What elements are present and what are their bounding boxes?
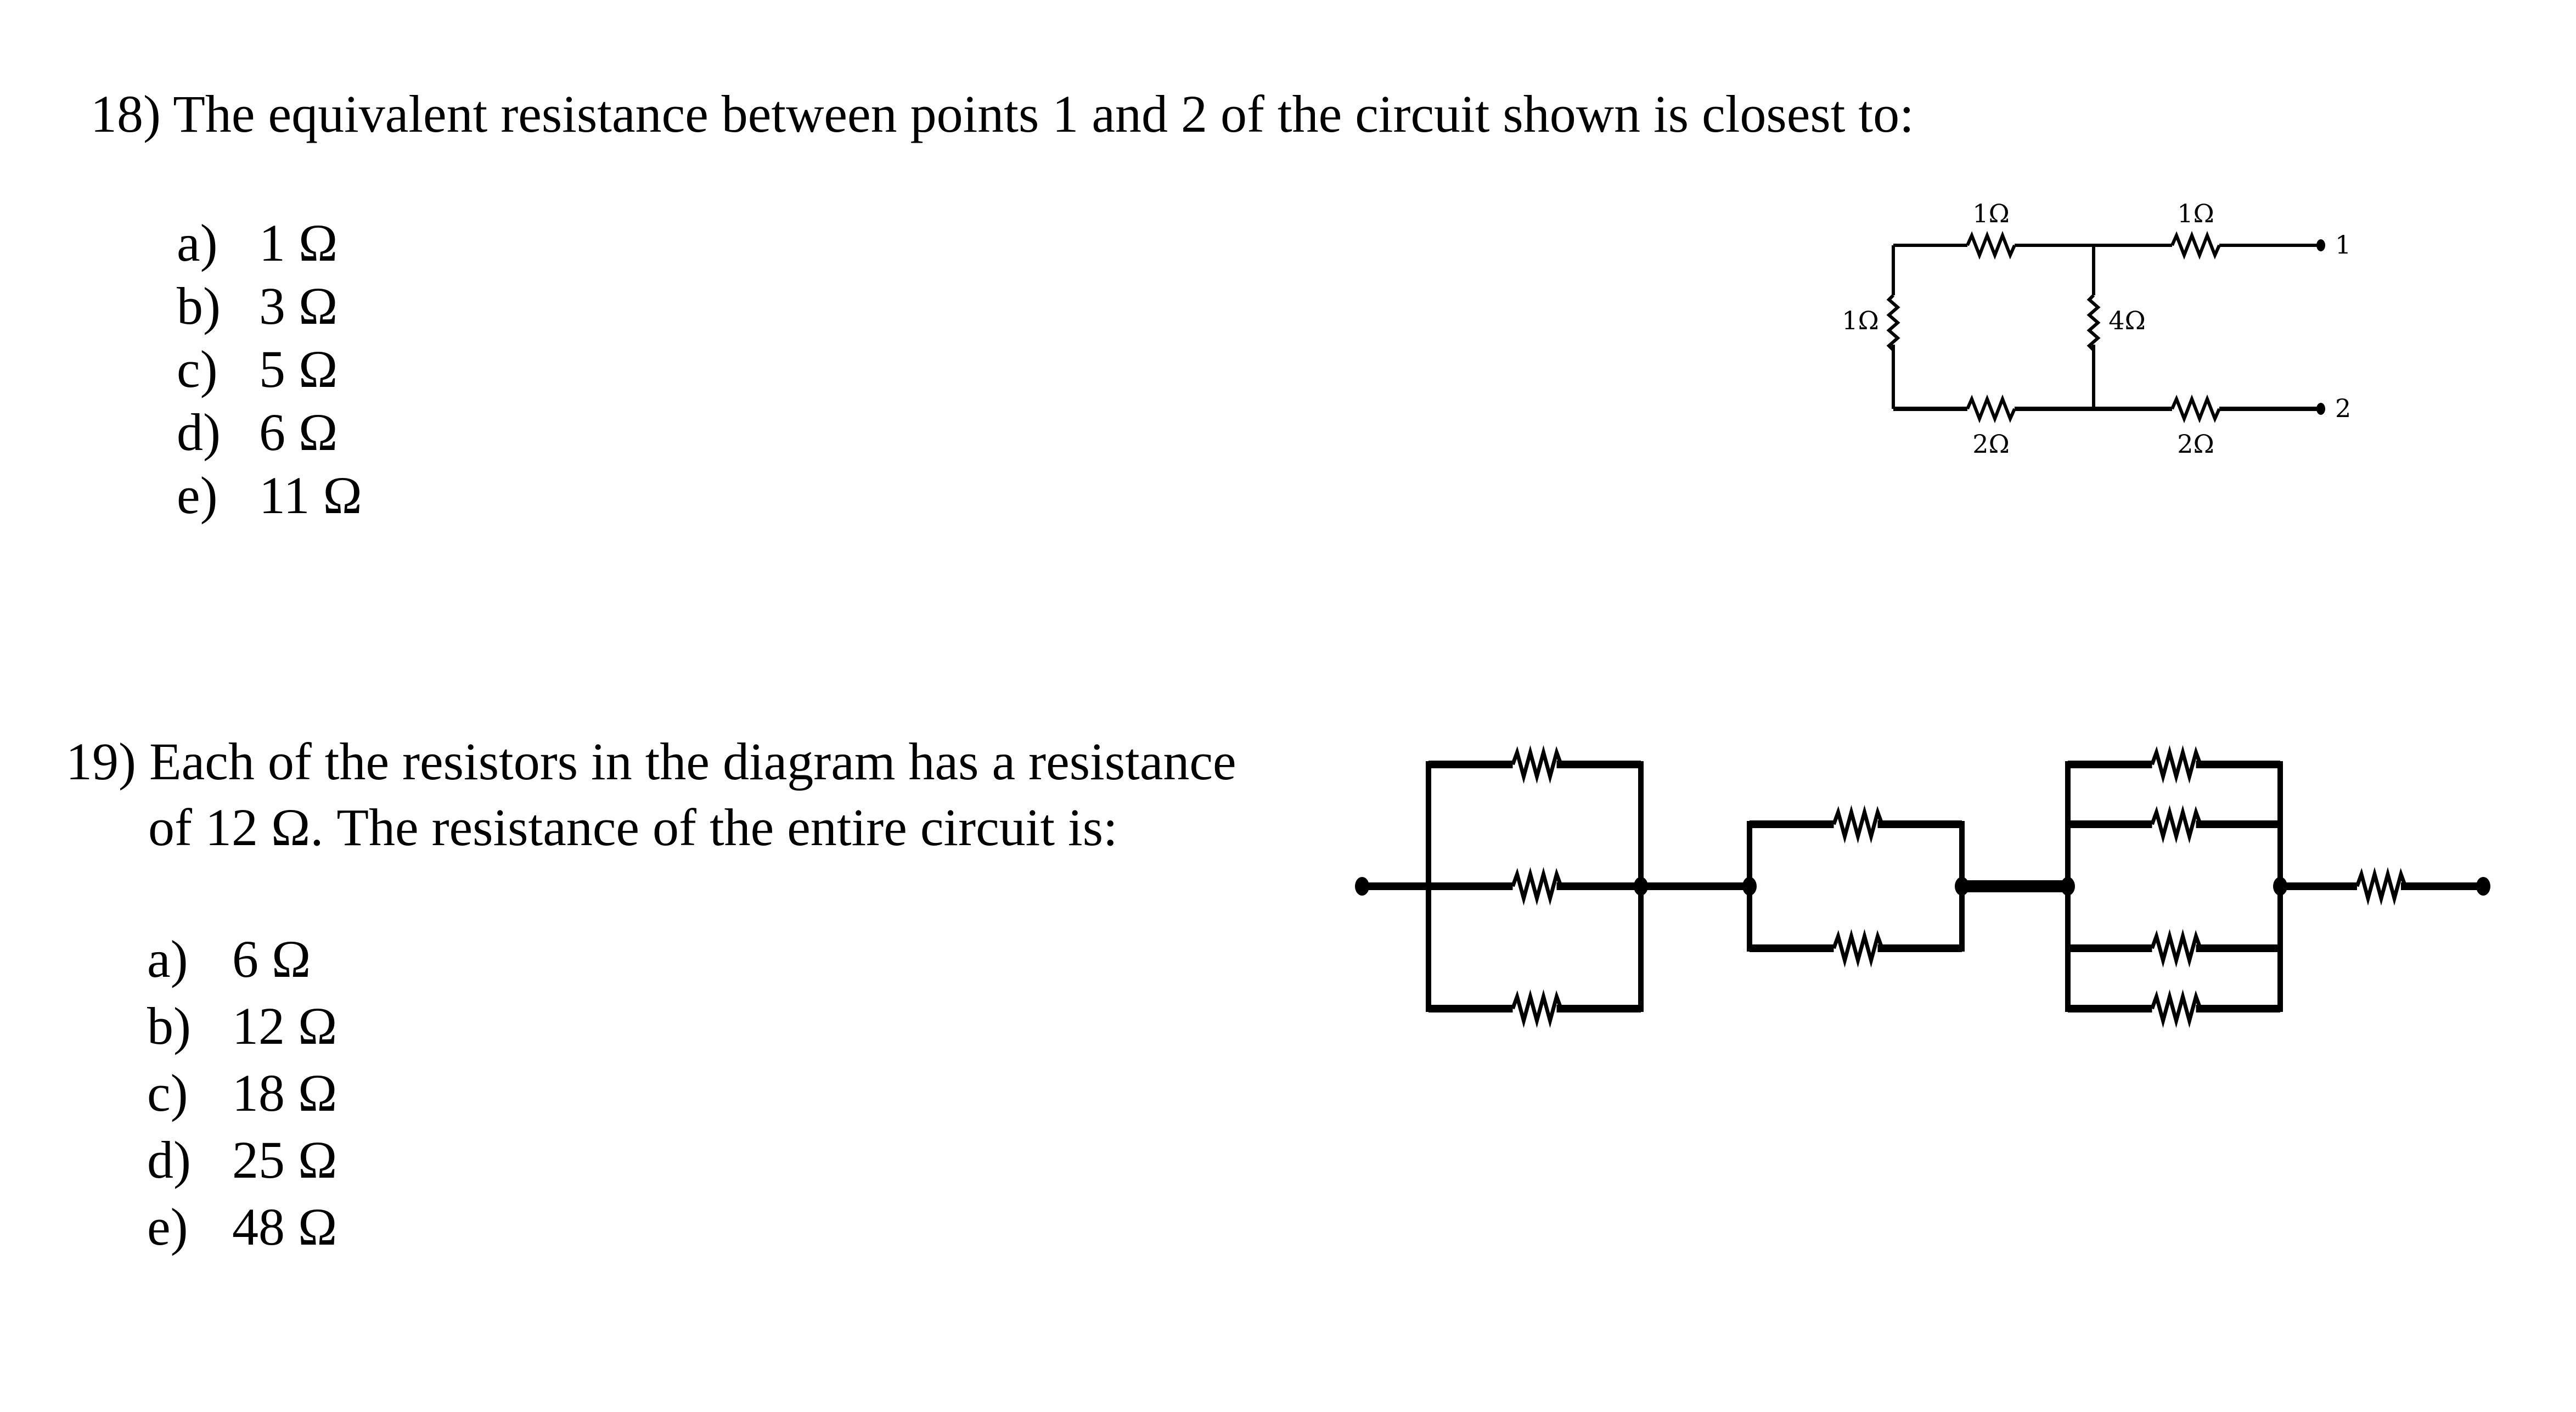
resistor-group2-2 <box>1832 929 1884 968</box>
label-top-right-resistor: 1Ω <box>2177 199 2214 228</box>
junction-dot <box>1742 877 1757 896</box>
junction-dot <box>2273 877 2287 896</box>
resistor-group1-3 <box>1511 989 1563 1028</box>
label-top-left-resistor: 1Ω <box>1972 199 2009 228</box>
resistor-series-1 <box>2355 867 2408 906</box>
q18-option-c[interactable]: c)5 Ω <box>177 340 338 398</box>
q19-option-e[interactable]: e)48 Ω <box>147 1197 338 1256</box>
junction-dot <box>2061 877 2075 896</box>
resistor-left-vertical <box>1886 294 1900 352</box>
resistor-group2-1 <box>1832 805 1884 844</box>
label-middle-vertical-resistor: 4Ω <box>2108 306 2145 335</box>
resistor-group3-3 <box>2150 929 2202 968</box>
resistor-group1-1 <box>1511 745 1563 784</box>
label-terminal-2: 2 <box>2335 393 2351 423</box>
q19-option-d[interactable]: d)25 Ω <box>147 1130 338 1189</box>
terminal-right-dot <box>2476 877 2490 896</box>
resistor-top-right <box>2170 230 2221 260</box>
resistor-group3-4 <box>2150 989 2202 1028</box>
label-terminal-1: 1 <box>2335 230 2351 260</box>
question-19-title: 19) Each of the resistors in the diagram… <box>66 735 1236 788</box>
question-18-title: 18) The equivalent resistance between po… <box>91 88 1914 140</box>
question-19-text-line1: Each of the resistors in the diagram has… <box>149 732 1236 791</box>
q18-option-b[interactable]: b)3 Ω <box>177 277 338 335</box>
q18-option-e[interactable]: e)11 Ω <box>177 466 362 525</box>
resistor-top-left <box>1966 230 2016 260</box>
question-18-number: 18) <box>91 85 161 143</box>
terminal-2-dot <box>2316 403 2325 415</box>
q19-option-c[interactable]: c)18 Ω <box>147 1064 338 1122</box>
question-19-text-line2: of 12 Ω. The resistance of the entire ci… <box>148 798 1118 857</box>
question-18-text: The equivalent resistance between points… <box>173 85 1914 143</box>
junction-dot <box>1634 877 1648 896</box>
q19-option-b[interactable]: b)12 Ω <box>147 997 338 1055</box>
terminal-left-dot <box>1355 877 1369 896</box>
terminal-1-dot <box>2316 239 2325 251</box>
label-left-vertical-resistor: 1Ω <box>1842 306 1878 335</box>
resistor-bottom-left <box>1966 394 2016 424</box>
q18-option-d[interactable]: d)6 Ω <box>177 403 338 462</box>
label-bottom-right-resistor: 2Ω <box>2177 429 2214 459</box>
q19-option-a[interactable]: a)6 Ω <box>147 930 311 988</box>
label-bottom-left-resistor: 2Ω <box>1972 429 2009 459</box>
question-19-number: 19) <box>66 732 136 791</box>
resistor-bottom-right <box>2170 394 2221 424</box>
resistor-middle-vertical <box>2086 294 2101 352</box>
resistor-group3-2 <box>2150 805 2202 844</box>
q18-option-a[interactable]: a)1 Ω <box>177 213 338 272</box>
resistor-group3-1 <box>2150 745 2202 784</box>
resistor-group1-2 <box>1511 867 1563 906</box>
junction-dot <box>1955 877 1969 896</box>
